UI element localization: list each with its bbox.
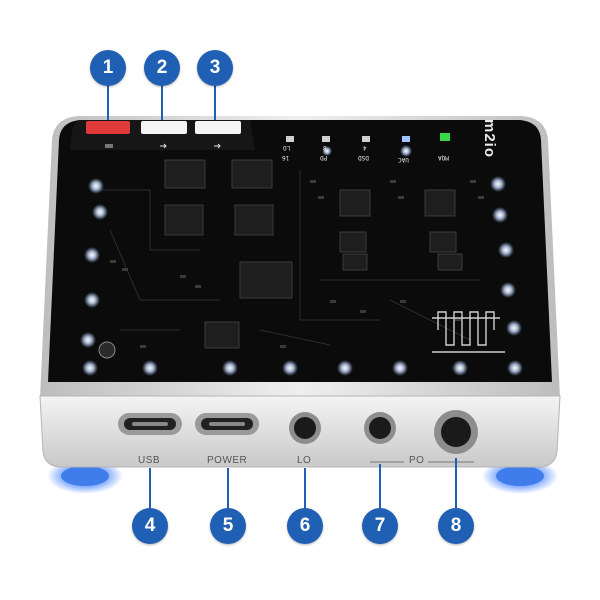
lo-jack-shape (289, 412, 321, 444)
po-jack-3-5mm[interactable] (364, 412, 396, 444)
button-1-shape (86, 121, 130, 134)
button-3-white[interactable] (195, 121, 241, 134)
silk-label-uac: UAC (398, 156, 409, 163)
callout-8: 8 (438, 508, 474, 544)
silk-label-dsd: DSD (358, 154, 369, 161)
callout-7: 7 (362, 508, 398, 544)
callout-1: 1 (90, 50, 126, 86)
callout-5: 5 (210, 508, 246, 544)
button-2-white[interactable] (141, 121, 187, 134)
label-usb: USB (138, 455, 161, 466)
power-port-shape (195, 413, 259, 435)
status-leds (286, 133, 450, 157)
circuit-chips (164, 159, 463, 349)
smd-components (110, 180, 484, 348)
label-po: PO (409, 455, 425, 466)
crystal-oscillator (98, 341, 116, 359)
callout-6: 6 (287, 508, 323, 544)
antenna-pattern (432, 311, 505, 353)
label-power: POWER (207, 455, 248, 466)
silk-label-16: 16 (282, 154, 290, 161)
silk-label-lo-small: LO (283, 144, 291, 151)
silk-label-mqa: MQA (438, 154, 449, 161)
power-port[interactable] (195, 413, 259, 435)
label-lo: LO (297, 455, 312, 466)
callout-lines (107, 84, 457, 510)
silk-label-pd: PD (320, 154, 328, 161)
po-jack-small-shape (364, 412, 396, 444)
po-jack-4-4mm[interactable] (434, 410, 478, 454)
callout-4: 4 (132, 508, 168, 544)
po-jack-large-shape (434, 410, 478, 454)
circuit-traces (100, 170, 480, 346)
button-2-shape (141, 121, 187, 134)
silk-label-4: 4 (363, 144, 367, 151)
usb-port[interactable] (118, 413, 182, 435)
usb-c-port-shape (118, 413, 182, 435)
brand-logo: m2io (481, 118, 499, 159)
button-1-red[interactable] (86, 121, 130, 134)
silk-label-8: 8 (323, 144, 327, 151)
callout-2: 2 (144, 50, 180, 86)
callout-3: 3 (197, 50, 233, 86)
lo-jack[interactable] (289, 412, 321, 444)
button-3-shape (195, 121, 241, 134)
edge-leds (80, 176, 523, 376)
